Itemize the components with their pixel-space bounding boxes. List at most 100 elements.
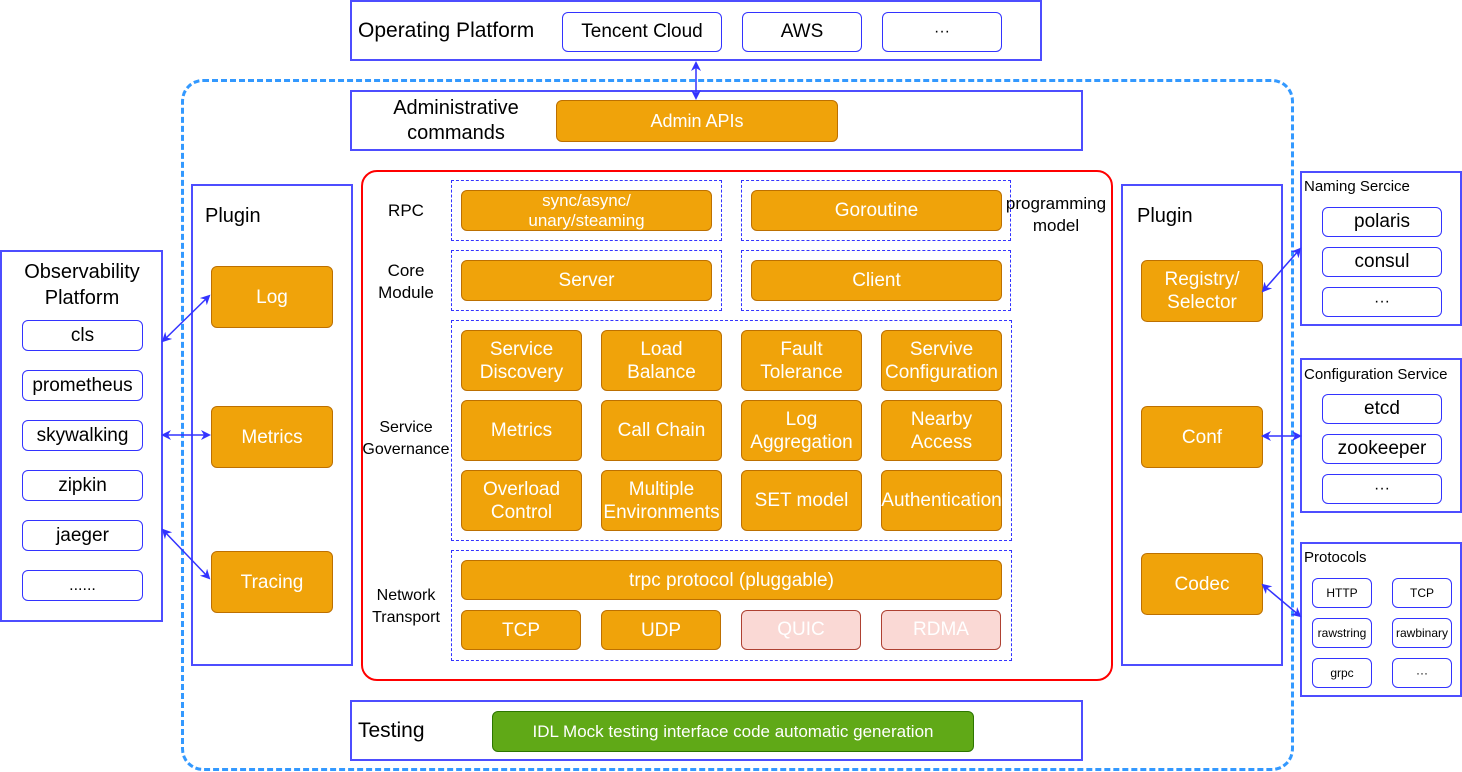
config-etcd[interactable]: etcd bbox=[1322, 394, 1442, 424]
transport-rdma-planned[interactable]: RDMA bbox=[881, 610, 1001, 650]
plugin-registry-selector[interactable]: Registry/ Selector bbox=[1141, 260, 1263, 322]
rpc-modes-group bbox=[451, 180, 722, 241]
server-group bbox=[451, 250, 722, 311]
naming-more[interactable]: ··· bbox=[1322, 287, 1442, 317]
protocols-title: Protocols bbox=[1304, 549, 1367, 566]
left-plugin-panel: Plugin Log Metrics Tracing bbox=[191, 184, 353, 666]
plugin-tracing[interactable]: Tracing bbox=[211, 551, 333, 613]
rpc-modes-box[interactable]: sync/async/ unary/steaming bbox=[461, 190, 712, 231]
framework-boundary bbox=[181, 79, 1294, 771]
protocol-http[interactable]: HTTP bbox=[1312, 578, 1372, 608]
rpc-modes-line2: unary/steaming bbox=[528, 210, 645, 230]
observability-title-line1: Observability bbox=[24, 261, 140, 283]
protocol-tcp[interactable]: TCP bbox=[1392, 578, 1452, 608]
transport-tcp[interactable]: TCP bbox=[461, 610, 581, 650]
idl-mock-testing-box[interactable]: IDL Mock testing interface code automati… bbox=[492, 711, 974, 752]
observability-skywalking[interactable]: skywalking bbox=[22, 420, 143, 451]
governance-set-model[interactable]: SET model bbox=[741, 470, 862, 531]
core-module-line2: Module bbox=[378, 283, 434, 302]
governance-label-line2: Tolerance bbox=[760, 361, 843, 383]
protocol-more[interactable]: ··· bbox=[1392, 658, 1452, 688]
admin-apis-box[interactable]: Admin APIs bbox=[556, 100, 838, 142]
governance-label-line1: Load bbox=[640, 338, 683, 360]
transport-udp[interactable]: UDP bbox=[601, 610, 721, 650]
transport-quic-planned[interactable]: QUIC bbox=[741, 610, 861, 650]
service-governance-group bbox=[451, 320, 1012, 541]
testing-panel: Testing IDL Mock testing interface code … bbox=[350, 700, 1083, 761]
testing-title: Testing bbox=[358, 719, 425, 742]
arrow-codec-protocols bbox=[1261, 583, 1302, 618]
rpc-modes-line1: sync/async/ bbox=[542, 190, 631, 210]
observability-title: Observability Platform bbox=[2, 258, 162, 312]
goroutine-box[interactable]: Goroutine bbox=[751, 190, 1002, 231]
observability-cls[interactable]: cls bbox=[22, 320, 143, 351]
service-governance-label: Service Governance bbox=[356, 416, 456, 462]
governance-label-line2: Control bbox=[490, 501, 553, 523]
governance-label-line1: Servive bbox=[909, 338, 974, 360]
client-box[interactable]: Client bbox=[751, 260, 1002, 301]
naming-consul[interactable]: consul bbox=[1322, 247, 1442, 277]
right-plugin-panel: Plugin Registry/ Selector Conf Codec bbox=[1121, 184, 1283, 666]
governance-label-line1: Call Chain bbox=[617, 420, 706, 441]
governance-label-line1: SET model bbox=[754, 490, 849, 511]
plugin-conf[interactable]: Conf bbox=[1141, 406, 1263, 468]
observability-title-line2: Platform bbox=[44, 287, 120, 309]
governance-label-line1: Multiple bbox=[628, 478, 695, 500]
governance-label-line1: Fault bbox=[780, 338, 823, 360]
plugin-codec[interactable]: Codec bbox=[1141, 553, 1263, 615]
platform-tencent-cloud[interactable]: Tencent Cloud bbox=[562, 12, 722, 52]
platform-more[interactable]: ··· bbox=[882, 12, 1002, 52]
plugin-metrics[interactable]: Metrics bbox=[211, 406, 333, 468]
core-framework-panel bbox=[361, 170, 1113, 681]
observability-jaeger[interactable]: jaeger bbox=[22, 520, 143, 551]
governance-metrics[interactable]: Metrics bbox=[461, 400, 582, 461]
network-transport-line1: Network bbox=[376, 587, 436, 604]
trpc-protocol-box[interactable]: trpc protocol (pluggable) bbox=[461, 560, 1002, 600]
service-governance-line1: Service bbox=[379, 419, 433, 436]
network-transport-group bbox=[451, 550, 1012, 661]
admin-title: Administrative commands bbox=[366, 94, 546, 148]
goroutine-group bbox=[741, 180, 1011, 241]
config-more[interactable]: ··· bbox=[1322, 474, 1442, 504]
platform-aws[interactable]: AWS bbox=[742, 12, 862, 52]
programming-model-line2: model bbox=[1032, 216, 1080, 235]
governance-label-line2: Aggregation bbox=[750, 431, 853, 453]
naming-service-title: Naming Sercice bbox=[1304, 178, 1410, 195]
config-zookeeper[interactable]: zookeeper bbox=[1322, 434, 1442, 464]
observability-zipkin[interactable]: zipkin bbox=[22, 470, 143, 501]
protocol-rawbinary[interactable]: rawbinary bbox=[1392, 618, 1452, 648]
protocols-panel: Protocols HTTP TCP rawstring rawbinary g… bbox=[1300, 542, 1462, 697]
arrow-tracing-observability bbox=[161, 528, 211, 580]
left-plugin-title: Plugin bbox=[205, 204, 261, 227]
client-group bbox=[741, 250, 1011, 311]
server-box[interactable]: Server bbox=[461, 260, 712, 301]
observability-more[interactable]: ...... bbox=[22, 570, 143, 601]
registry-line2: Selector bbox=[1167, 292, 1237, 313]
observability-prometheus[interactable]: prometheus bbox=[22, 370, 143, 401]
governance-authentication[interactable]: Authentication bbox=[881, 470, 1002, 531]
governance-label-line2: Environments bbox=[603, 501, 720, 523]
configuration-service-title: Configuration Service bbox=[1304, 366, 1448, 383]
protocol-grpc[interactable]: grpc bbox=[1312, 658, 1372, 688]
governance-label-line2: Configuration bbox=[884, 361, 999, 383]
plugin-log[interactable]: Log bbox=[211, 266, 333, 328]
governance-label-line1: Authentication bbox=[881, 490, 1002, 511]
naming-polaris[interactable]: polaris bbox=[1322, 207, 1442, 237]
governance-call-chain[interactable]: Call Chain bbox=[601, 400, 722, 461]
operating-platform-title: Operating Platform bbox=[358, 19, 535, 42]
protocol-rawstring[interactable]: rawstring bbox=[1312, 618, 1372, 648]
programming-model-line1: programming bbox=[1005, 194, 1107, 213]
observability-panel: Observability Platform cls prometheus sk… bbox=[0, 250, 163, 622]
governance-label-line1: Nearby bbox=[910, 408, 973, 430]
core-module-label: Core Module bbox=[368, 259, 444, 305]
governance-label-line2: Balance bbox=[627, 361, 696, 383]
